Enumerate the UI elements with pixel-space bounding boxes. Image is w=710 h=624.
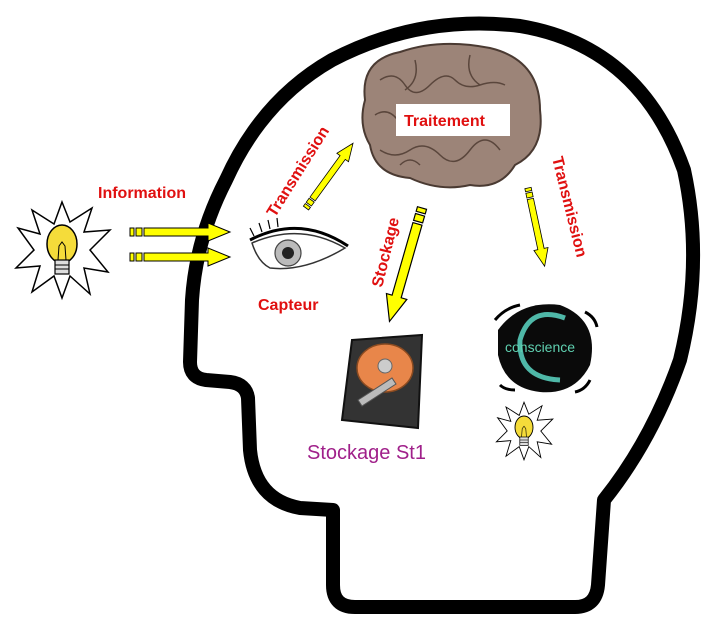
hard-disk-image: [340, 333, 424, 430]
traitement-box: Traitement: [396, 104, 510, 136]
stockage-st1-label: Stockage St1: [307, 442, 426, 464]
conscience-logo: conscience: [493, 303, 599, 394]
lightbulb-icon: [15, 201, 111, 299]
capteur-label: Capteur: [258, 297, 318, 314]
traitement-label: Traitement: [404, 113, 486, 130]
information-arrow-2: [129, 247, 231, 267]
information-label: Information: [98, 185, 186, 202]
information-arrow-1: [129, 222, 231, 242]
head-outline: [183, 16, 701, 614]
conscience-label: conscience: [505, 339, 575, 355]
eye-icon: [249, 217, 349, 270]
